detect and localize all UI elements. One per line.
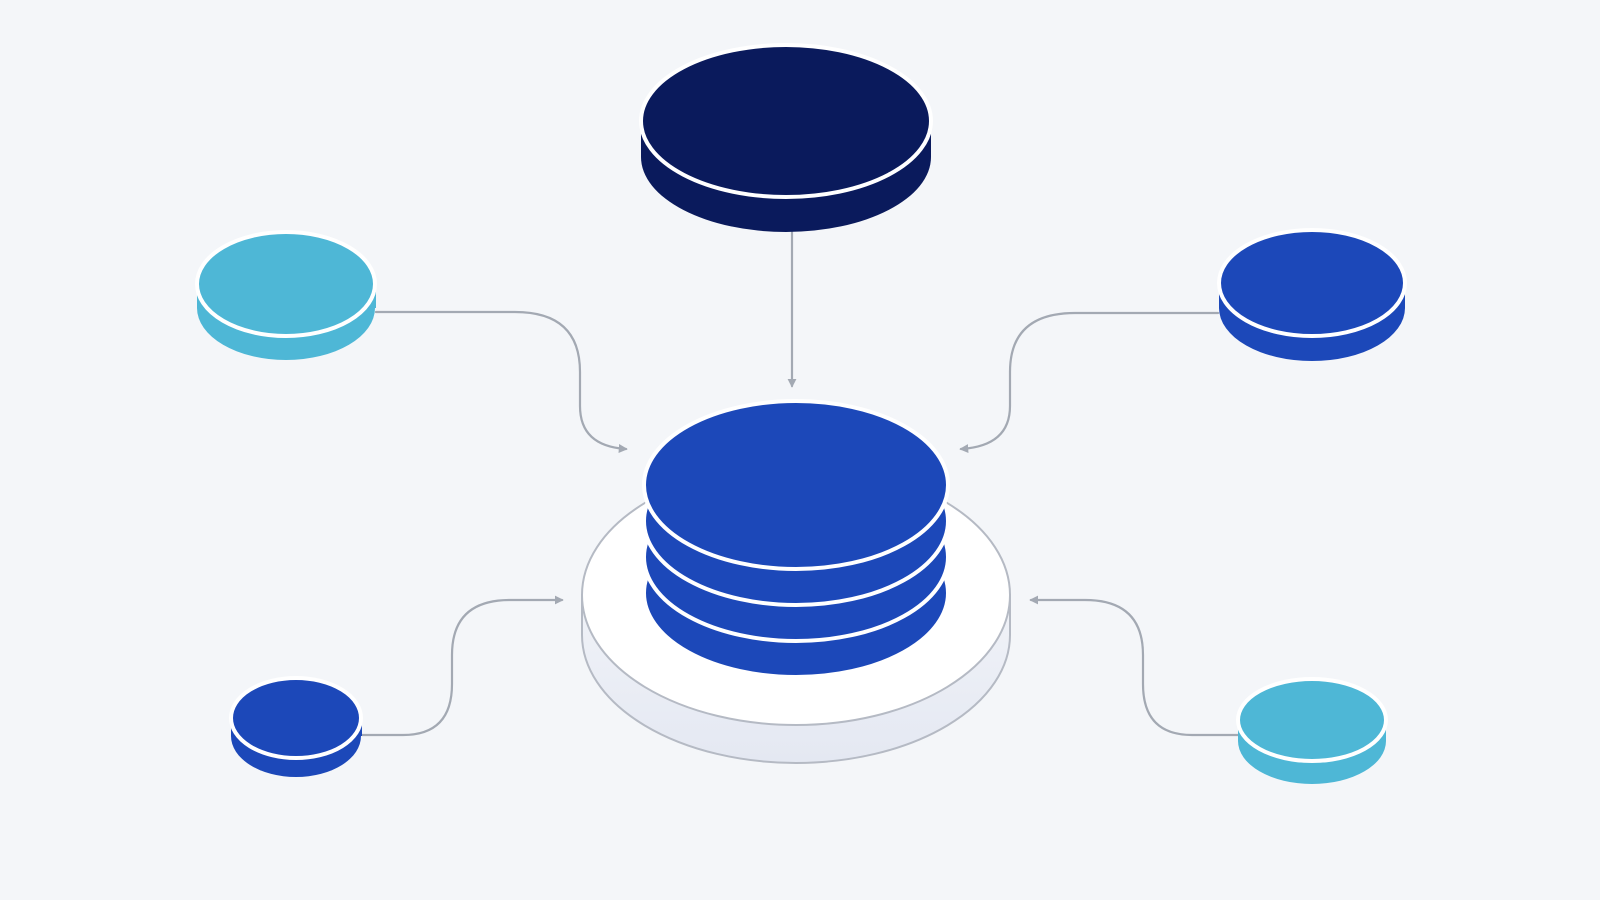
source-disk-upper-right-face <box>1217 228 1407 338</box>
central-database-stack <box>642 399 950 679</box>
source-disk-top-face <box>639 43 933 199</box>
source-disk-lower-left <box>229 676 363 777</box>
source-disk-upper-left-face <box>195 230 377 338</box>
source-disk-lower-left-face <box>229 676 363 760</box>
source-disk-upper-left <box>195 230 377 360</box>
source-disk-top <box>639 43 933 232</box>
database-layer-1 <box>642 399 950 571</box>
connector-upper-left-to-center <box>374 310 628 454</box>
connector-lower-left-to-center <box>360 595 564 737</box>
source-disk-upper-right <box>1217 228 1407 361</box>
connector-upper-right-to-center <box>959 311 1220 454</box>
source-disk-lower-right-face <box>1236 677 1388 763</box>
connector-lower-right-to-center <box>1029 595 1240 737</box>
source-disk-lower-right <box>1236 677 1388 784</box>
connectors <box>360 230 1240 737</box>
